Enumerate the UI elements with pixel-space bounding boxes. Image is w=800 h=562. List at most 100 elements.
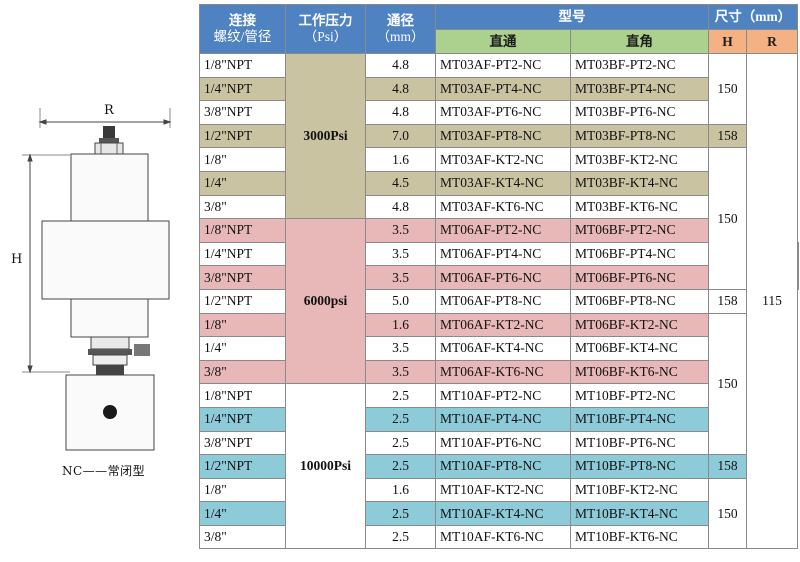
cell-bore: 3.5 bbox=[365, 359, 436, 385]
cell-connection: 1/8"NPT bbox=[199, 53, 286, 78]
cell-straight-model: MT03AF-KT6-NC bbox=[435, 194, 571, 220]
valve-type-caption: NC——常闭型 bbox=[62, 464, 146, 478]
col-header-r: R bbox=[746, 29, 798, 54]
cell-straight-model: MT10AF-PT2-NC bbox=[435, 383, 571, 408]
cell-straight-model: MT06AF-KT2-NC bbox=[435, 312, 571, 338]
cell-angle-model: MT10BF-KT4-NC bbox=[570, 501, 709, 526]
cell-angle-model: MT10BF-PT6-NC bbox=[570, 430, 709, 456]
cell-bore: 4.5 bbox=[365, 170, 436, 196]
cell-angle-model: MT06BF-KT6-NC bbox=[570, 359, 709, 385]
cell-angle-model: MT06BF-PT6-NC bbox=[570, 265, 709, 290]
dimension-r-label: R bbox=[104, 103, 114, 118]
cell-h: 150 bbox=[708, 147, 747, 290]
cell-connection: 1/2"NPT bbox=[199, 123, 286, 149]
cell-connection: 1/8" bbox=[199, 312, 286, 338]
cell-straight-model: MT06AF-KT6-NC bbox=[435, 359, 571, 385]
cell-connection: 1/8"NPT bbox=[199, 383, 286, 408]
cell-straight-model: MT10AF-PT4-NC bbox=[435, 406, 571, 432]
cell-angle-model: MT06BF-PT4-NC bbox=[570, 241, 709, 267]
cell-angle-model: MT03BF-PT2-NC bbox=[570, 53, 709, 78]
col-header-h: H bbox=[708, 29, 747, 54]
cell-connection: 1/2"NPT bbox=[199, 288, 286, 314]
cell-angle-model: MT03BF-KT2-NC bbox=[570, 147, 709, 172]
cell-straight-model: MT03AF-KT2-NC bbox=[435, 147, 571, 172]
cell-r: 115 bbox=[746, 52, 798, 550]
valve-drawing: R H NC——常闭型 bbox=[0, 0, 200, 558]
cell-angle-model: MT06BF-PT2-NC bbox=[570, 218, 709, 243]
cell-bore: 2.5 bbox=[365, 383, 436, 408]
cell-straight-model: MT06AF-PT8-NC bbox=[435, 288, 571, 314]
cell-bore: 1.6 bbox=[365, 477, 436, 503]
cell-straight-model: MT03AF-PT8-NC bbox=[435, 123, 571, 149]
dimension-h-label: H bbox=[11, 252, 23, 267]
cell-connection: 3/8" bbox=[199, 194, 286, 220]
cell-bore: 4.8 bbox=[365, 53, 436, 78]
cell-straight-model: MT10AF-KT2-NC bbox=[435, 477, 571, 503]
cell-straight-model: MT06AF-PT4-NC bbox=[435, 241, 571, 267]
cell-pressure-group: 6000psi bbox=[285, 218, 366, 385]
cell-straight-model: MT03AF-PT6-NC bbox=[435, 100, 571, 125]
cell-h: 150 bbox=[708, 312, 747, 456]
col-header-straight: 直通 bbox=[435, 29, 571, 54]
cell-bore: 4.8 bbox=[365, 76, 436, 102]
cell-straight-model: MT03AF-PT2-NC bbox=[435, 53, 571, 78]
cell-connection: 3/8"NPT bbox=[199, 265, 286, 290]
col-header-connection: 连接 螺纹/管径 bbox=[199, 4, 286, 54]
cell-bore: 3.5 bbox=[365, 336, 436, 361]
col-header-model: 型号 bbox=[435, 4, 709, 30]
cell-straight-model: MT06AF-KT4-NC bbox=[435, 336, 571, 361]
cell-connection: 3/8"NPT bbox=[199, 100, 286, 125]
cell-angle-model: MT10BF-KT2-NC bbox=[570, 477, 709, 503]
cell-connection: 1/2"NPT bbox=[199, 454, 286, 479]
cell-connection: 3/8" bbox=[199, 359, 286, 385]
cell-pressure-group: 10000Psi bbox=[285, 383, 366, 550]
cell-bore: 1.6 bbox=[365, 147, 436, 172]
cell-angle-model: MT10BF-PT8-NC bbox=[570, 454, 709, 479]
cell-h: 158 bbox=[708, 288, 747, 314]
cell-bore: 2.5 bbox=[365, 454, 436, 479]
cell-connection: 3/8"NPT bbox=[199, 430, 286, 456]
cell-h: 150 bbox=[708, 477, 747, 550]
cell-connection: 1/8"NPT bbox=[199, 218, 286, 243]
cell-straight-model: MT10AF-PT6-NC bbox=[435, 430, 571, 456]
col-header-angle: 直角 bbox=[570, 29, 709, 54]
cell-connection: 3/8" bbox=[199, 524, 286, 550]
cell-bore: 5.0 bbox=[365, 288, 436, 314]
col-header-bore: 通径 （mm） bbox=[365, 4, 436, 54]
cell-bore: 3.5 bbox=[365, 265, 436, 290]
cell-h: 150 bbox=[708, 53, 747, 125]
cell-bore: 2.5 bbox=[365, 524, 436, 550]
cell-bore: 4.8 bbox=[365, 100, 436, 125]
cell-h-blank bbox=[797, 241, 799, 290]
cell-straight-model: MT10AF-PT8-NC bbox=[435, 454, 571, 479]
cell-straight-model: MT10AF-KT6-NC bbox=[435, 524, 571, 550]
cell-connection: 1/4" bbox=[199, 501, 286, 526]
cell-straight-model: MT06AF-PT6-NC bbox=[435, 265, 571, 290]
cell-angle-model: MT03BF-PT8-NC bbox=[570, 123, 709, 149]
cell-bore: 3.5 bbox=[365, 218, 436, 243]
cell-pressure-group: 3000Psi bbox=[285, 52, 366, 220]
cell-straight-model: MT06AF-PT2-NC bbox=[435, 218, 571, 243]
bore-title: 通径 bbox=[387, 13, 414, 28]
col-header-size: 尺寸（mm） bbox=[708, 4, 798, 30]
cell-angle-model: MT03BF-PT4-NC bbox=[570, 76, 709, 102]
cell-angle-model: MT03BF-KT4-NC bbox=[570, 170, 709, 196]
cell-bore: 3.5 bbox=[365, 241, 436, 267]
cell-connection: 1/4"NPT bbox=[199, 76, 286, 102]
cell-straight-model: MT10AF-KT4-NC bbox=[435, 501, 571, 526]
cell-straight-model: MT03AF-PT4-NC bbox=[435, 76, 571, 102]
cell-angle-model: MT03BF-KT6-NC bbox=[570, 194, 709, 220]
cell-connection: 1/4"NPT bbox=[199, 241, 286, 267]
cell-h: 158 bbox=[708, 454, 747, 479]
cell-angle-model: MT06BF-KT4-NC bbox=[570, 336, 709, 361]
cell-angle-model: MT03BF-PT6-NC bbox=[570, 100, 709, 125]
col-header-pressure: 工作压力 （Psi） bbox=[285, 4, 366, 54]
connection-title: 连接 bbox=[229, 13, 256, 28]
cell-bore: 2.5 bbox=[365, 406, 436, 432]
cell-angle-model: MT06BF-PT8-NC bbox=[570, 288, 709, 314]
cell-straight-model: MT03AF-KT4-NC bbox=[435, 170, 571, 196]
cell-angle-model: MT06BF-KT2-NC bbox=[570, 312, 709, 338]
cell-bore: 2.5 bbox=[365, 501, 436, 526]
cell-angle-model: MT10BF-PT4-NC bbox=[570, 406, 709, 432]
specification-table: 连接 螺纹/管径 工作压力 （Psi） 通径 （mm） 型号 尺寸（mm） 直通… bbox=[199, 4, 799, 550]
